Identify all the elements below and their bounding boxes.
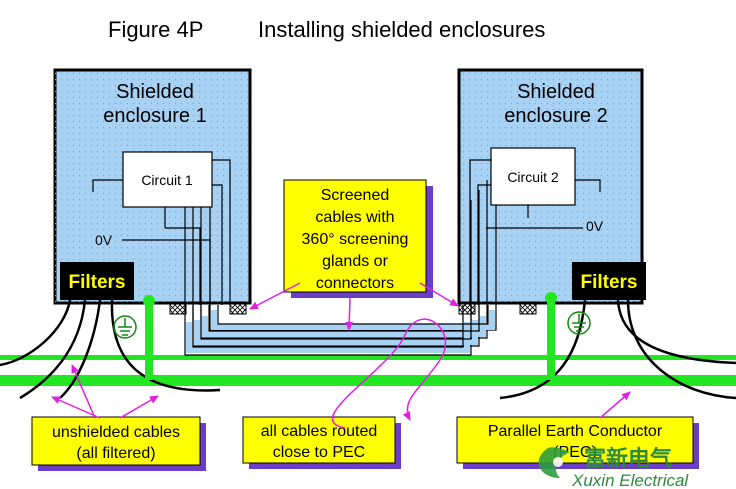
earth-bonds <box>143 292 557 380</box>
screened-note-text: Screened cables with 360° screening glan… <box>302 187 409 292</box>
screened-note-box <box>283 179 427 293</box>
screened-note-line4: glands or <box>322 253 388 270</box>
circuit-2-label: Circuit 2 <box>507 169 559 185</box>
earth-ground-icon-2 <box>567 311 591 335</box>
cable-gland-2a <box>458 301 476 315</box>
watermark-chinese: 富新电气 <box>584 446 672 472</box>
circuit-2-wiring <box>469 159 601 305</box>
circuit-2-box <box>490 147 576 206</box>
watermark-latin: Xuxin Electrical <box>571 471 689 489</box>
unshielded-note-line2: (all filtered) <box>76 445 155 462</box>
screened-note-line1: Screened <box>321 187 390 204</box>
filters-label-1: Filters <box>68 272 125 293</box>
cable-gland-1a <box>169 301 187 315</box>
circuit-1-label: Circuit 1 <box>141 172 193 188</box>
pec-note-line1: Parallel Earth Conductor <box>488 423 663 440</box>
pec-note-box <box>456 416 694 464</box>
enclosure-2-label-line2: enclosure 2 <box>504 105 607 127</box>
screened-note-line5: connectors <box>316 275 394 292</box>
xuxin-watermark-logo <box>538 447 570 478</box>
earth-ground-icon-1 <box>113 315 137 339</box>
unshielded-note-box <box>31 416 201 466</box>
filters-box-1 <box>60 262 134 300</box>
zero-volt-label-2: 0V <box>586 218 604 234</box>
routed-note-line1: all cables routed <box>261 423 378 440</box>
figure-title: Installing shielded enclosures <box>258 17 545 42</box>
filters-label-2: Filters <box>580 272 637 293</box>
figure-number: Figure 4P <box>108 17 203 42</box>
annotation-arrows <box>51 282 631 429</box>
pec-note-line2: (PEC) <box>553 444 597 461</box>
screened-note-line3: 360° screening <box>302 231 409 248</box>
zero-volt-label-1: 0V <box>95 232 113 248</box>
circuit-1-wiring <box>92 159 231 305</box>
unshielded-note-line1: unshielded cables <box>52 424 180 441</box>
unshielded-cables <box>0 299 736 400</box>
enclosure-1-label-line2: enclosure 1 <box>103 105 206 127</box>
routed-note-box <box>242 416 396 464</box>
circuit-1-box <box>122 151 213 208</box>
screened-note-line2: cables with <box>315 209 394 226</box>
cable-gland-2b <box>519 301 537 315</box>
cable-gland-1b <box>229 301 247 315</box>
filters-box-2 <box>572 262 646 300</box>
parallel-earth-conductor <box>0 355 736 386</box>
routed-note-line2: close to PEC <box>273 444 365 461</box>
enclosure-2-label-line1: Shielded <box>517 81 595 103</box>
enclosure-1-label-line1: Shielded <box>116 81 194 103</box>
